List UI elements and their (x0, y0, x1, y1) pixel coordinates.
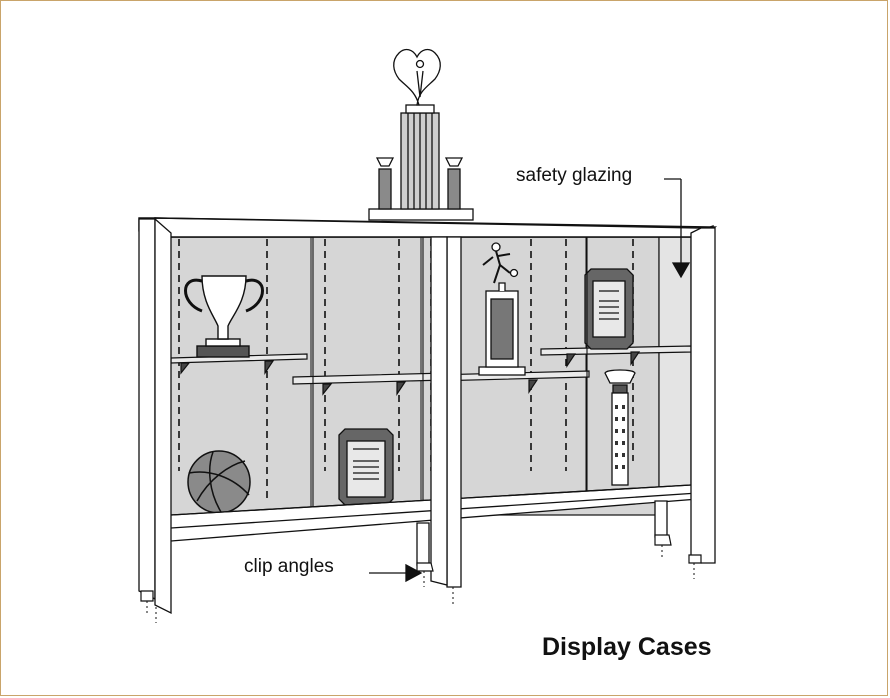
soccer-trophy-icon (478, 242, 526, 376)
clip-angles-leader (369, 563, 423, 583)
safety-glazing-label: safety glazing (516, 165, 633, 186)
diagram-title: Display Cases (542, 633, 712, 661)
plaque-lower-icon (338, 428, 394, 506)
case-top-frame (138, 217, 718, 238)
clip-angle-icons (140, 534, 702, 623)
basketball-icon (187, 450, 251, 514)
column-trophy-icon (604, 369, 636, 486)
safety-glazing-leader (664, 178, 691, 279)
cup-trophy-icon (184, 275, 264, 358)
case-posts (138, 217, 716, 615)
plaque-upper-icon (584, 268, 634, 350)
top-trophy-icon (368, 48, 474, 221)
clip-angles-label: clip angles (244, 556, 334, 577)
